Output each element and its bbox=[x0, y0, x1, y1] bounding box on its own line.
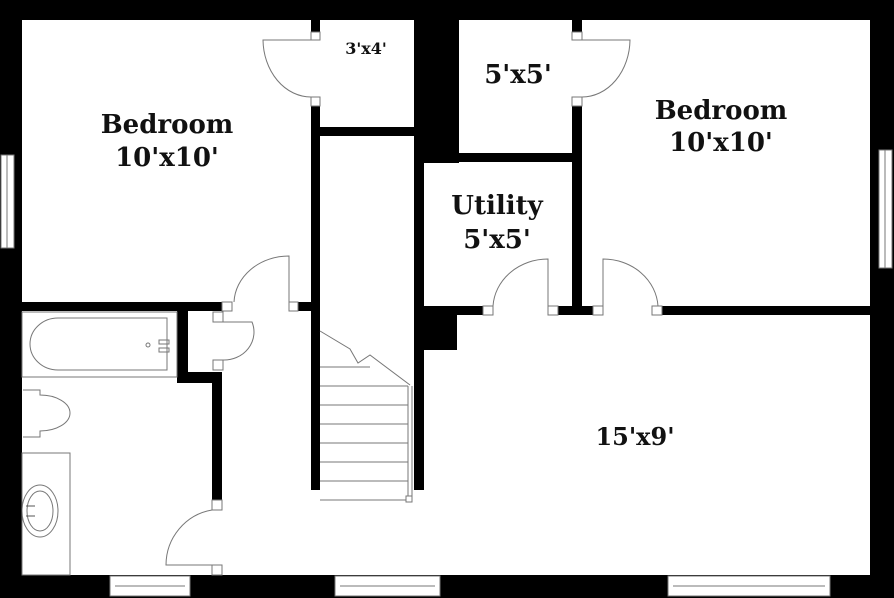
bedroom-right-name: Bedroom bbox=[655, 96, 788, 126]
bedroom-left-size: 10'x10' bbox=[115, 143, 219, 173]
bedroom-right-size: 10'x10' bbox=[669, 128, 773, 158]
sink bbox=[21, 452, 71, 576]
doors bbox=[165, 31, 663, 576]
interior-walls bbox=[22, 20, 870, 500]
closet-size: 3'x4' bbox=[345, 39, 387, 58]
utility-name: Utility bbox=[451, 191, 543, 221]
staircase bbox=[319, 330, 413, 503]
hall-size: 15'x9' bbox=[595, 422, 674, 451]
bathtub bbox=[21, 311, 178, 378]
closet-right-size: 5'x5' bbox=[484, 60, 552, 90]
windows bbox=[0, 149, 893, 597]
utility-size: 5'x5' bbox=[463, 225, 531, 255]
bedroom-left-name: Bedroom bbox=[101, 110, 234, 140]
toilet bbox=[23, 389, 71, 438]
